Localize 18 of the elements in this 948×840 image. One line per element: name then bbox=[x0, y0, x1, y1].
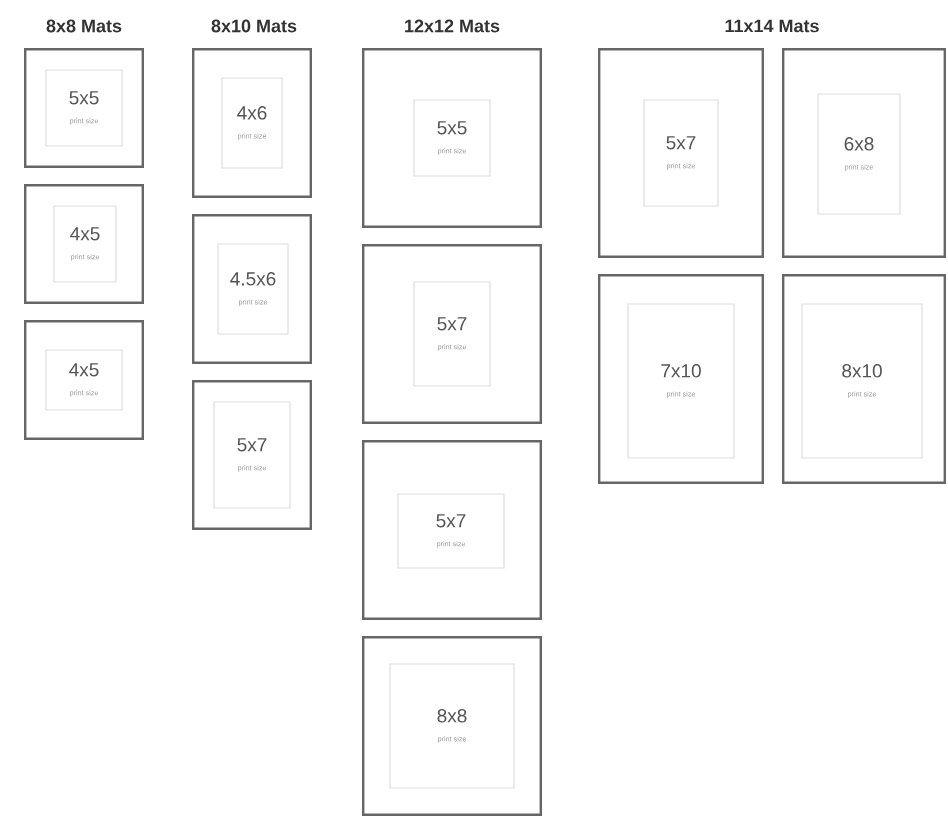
mat-frame bbox=[192, 380, 312, 530]
mat-frame bbox=[598, 48, 764, 258]
mat-frame bbox=[362, 440, 542, 620]
column-heading: 12x12 Mats bbox=[405, 19, 500, 33]
mat-frame bbox=[24, 320, 144, 440]
mat-frame bbox=[782, 274, 946, 484]
mat-frame bbox=[192, 214, 312, 364]
mat-frame bbox=[192, 48, 312, 198]
mat-frame bbox=[24, 184, 144, 304]
mat-frame bbox=[782, 48, 946, 258]
mat-frame bbox=[362, 48, 542, 228]
column-heading: 8x8 Mats bbox=[46, 19, 122, 33]
mat-frame bbox=[24, 48, 144, 168]
mat-frame bbox=[362, 636, 542, 816]
mat-frame bbox=[598, 274, 764, 484]
mat-frame bbox=[362, 244, 542, 424]
column-heading: 8x10 Mats bbox=[211, 19, 297, 33]
column-heading: 11x14 Mats bbox=[725, 19, 819, 33]
